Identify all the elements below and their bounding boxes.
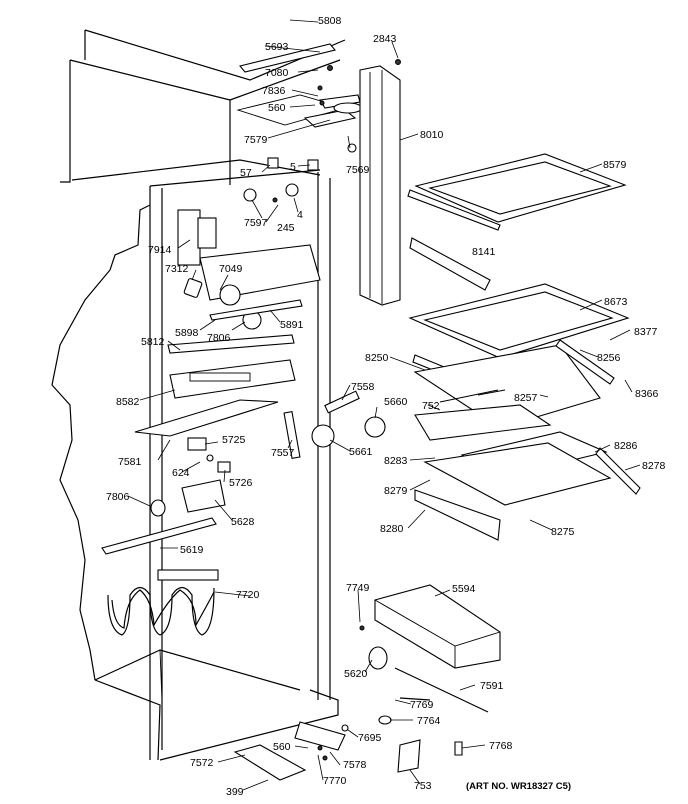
- callout-7581: 7581: [118, 456, 142, 468]
- callout-7579: 7579: [244, 134, 268, 146]
- callout-5725: 5725: [222, 434, 246, 446]
- callout-560-top: 560: [268, 102, 286, 114]
- leader-lines: [127, 19, 641, 791]
- callout-7569: 7569: [346, 164, 370, 176]
- callout-7558: 7558: [351, 381, 375, 393]
- callout-7764: 7764: [417, 715, 441, 727]
- callout-8256: 8256: [597, 352, 621, 364]
- callout-8250: 8250: [365, 352, 389, 364]
- lower-left-parts: [101, 390, 386, 555]
- callout-560-bottom: 560: [273, 741, 291, 753]
- callout-4: 4: [297, 209, 303, 221]
- callout-7049: 7049: [219, 263, 243, 275]
- callout-8286: 8286: [614, 440, 638, 452]
- callout-753: 753: [414, 780, 432, 792]
- control-parts: [134, 157, 321, 437]
- art-number: (ART NO. WR18327 C5): [466, 781, 571, 792]
- callout-7597: 7597: [244, 217, 268, 229]
- callout-5812: 5812: [141, 336, 165, 348]
- shelf-assemblies: [407, 153, 641, 541]
- callout-labels: 5808 5693 2843 7080 7836 560 7579 8010 7…: [106, 15, 666, 798]
- callout-8283: 8283: [384, 455, 408, 467]
- callout-7591: 7591: [480, 680, 504, 692]
- callout-7914: 7914: [148, 244, 172, 256]
- callout-5620: 5620: [344, 668, 368, 680]
- callout-7806-upper: 7806: [207, 332, 231, 344]
- callout-5808: 5808: [318, 15, 342, 27]
- callout-8141: 8141: [472, 246, 496, 258]
- callout-7836: 7836: [262, 85, 286, 97]
- callout-5898: 5898: [175, 327, 199, 339]
- callout-752: 752: [422, 400, 440, 412]
- callout-8377: 8377: [634, 326, 658, 338]
- callout-57: 57: [240, 167, 252, 179]
- callout-7572: 7572: [190, 757, 214, 769]
- callout-8010: 8010: [420, 129, 444, 141]
- callout-5726: 5726: [229, 477, 253, 489]
- callout-8582: 8582: [116, 396, 140, 408]
- callout-624: 624: [172, 467, 190, 479]
- callout-5660: 5660: [384, 396, 408, 408]
- callout-7749: 7749: [346, 582, 370, 594]
- callout-5693: 5693: [265, 41, 289, 53]
- callout-7578: 7578: [343, 759, 367, 771]
- callout-8257: 8257: [514, 392, 538, 404]
- callout-8579: 8579: [603, 159, 627, 171]
- callout-8279: 8279: [384, 485, 408, 497]
- callout-399: 399: [226, 786, 244, 798]
- callout-5: 5: [290, 161, 296, 173]
- callout-8673: 8673: [604, 296, 628, 308]
- callout-7557: 7557: [271, 447, 295, 459]
- callout-8280: 8280: [380, 523, 404, 535]
- callout-5628: 5628: [231, 516, 255, 528]
- callout-7806-lower: 7806: [106, 491, 130, 503]
- callout-7080: 7080: [265, 67, 289, 79]
- callout-7770: 7770: [323, 775, 347, 787]
- callout-7720: 7720: [236, 589, 260, 601]
- callout-8278: 8278: [642, 460, 666, 472]
- callout-5594: 5594: [452, 583, 476, 595]
- mullion-rail: [359, 65, 401, 306]
- heater-coil: [107, 569, 219, 636]
- callout-8275: 8275: [551, 526, 575, 538]
- callout-7312: 7312: [165, 263, 189, 275]
- lower-right-parts: [233, 584, 501, 781]
- callout-5891: 5891: [280, 319, 304, 331]
- callout-245: 245: [277, 222, 295, 234]
- callout-7768: 7768: [489, 740, 513, 752]
- callout-8366: 8366: [635, 388, 659, 400]
- callout-2843: 2843: [373, 33, 397, 45]
- callout-5619: 5619: [180, 544, 204, 556]
- callout-7769: 7769: [410, 699, 434, 711]
- callout-5661: 5661: [349, 446, 373, 458]
- callout-7695: 7695: [358, 732, 382, 744]
